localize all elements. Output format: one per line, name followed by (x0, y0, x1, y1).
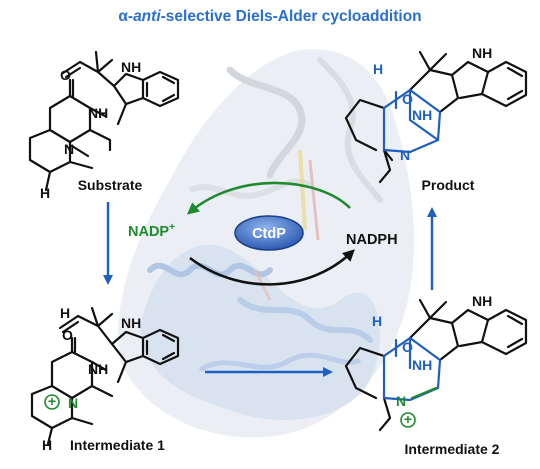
svg-text:H: H (372, 313, 382, 329)
figure-title: α-anti-selective Diels-Alder cycloadditi… (118, 8, 421, 25)
svg-text:NH: NH (472, 45, 492, 61)
arrow-nadph-to-nadp (186, 181, 351, 215)
intermediate-1-atoms: H NH O NH N + H (42, 305, 141, 453)
svg-text:N: N (68, 395, 78, 411)
svg-text:+: + (48, 393, 56, 409)
svg-text:H: H (60, 305, 70, 321)
label-product: Product (422, 177, 475, 193)
svg-text:O: O (62, 327, 73, 343)
svg-text:NH: NH (88, 105, 108, 121)
product-structure (344, 50, 528, 184)
svg-text:NH: NH (88, 361, 108, 377)
label-nadp: NADP+ (128, 222, 175, 240)
enzyme-badge: CtdP (234, 215, 304, 251)
svg-text:NH: NH (121, 315, 141, 331)
arrow-nadp-to-nadph (189, 249, 355, 286)
intermediate-2-atoms: NH H O NH N + (372, 293, 492, 428)
svg-text:O: O (60, 67, 71, 83)
label-substrate: Substrate (78, 177, 143, 193)
substrate-atoms: NH O NH N H (40, 59, 141, 201)
label-enzyme: CtdP (252, 226, 286, 242)
svg-text:NH: NH (121, 59, 141, 75)
svg-text:NH: NH (412, 357, 432, 373)
svg-text:H: H (42, 437, 52, 453)
product-atoms: NH H O NH N (373, 45, 492, 163)
label-intermediate-1: Intermediate 1 (70, 437, 165, 453)
intermediate-2-structure (344, 298, 528, 432)
label-intermediate-2: Intermediate 2 (405, 441, 500, 457)
svg-text:NH: NH (412, 107, 432, 123)
substrate-structure (28, 50, 180, 192)
intermediate-1-structure (30, 306, 180, 446)
svg-text:O: O (402, 339, 413, 355)
svg-text:H: H (373, 61, 383, 77)
svg-text:O: O (402, 91, 413, 107)
svg-text:NH: NH (472, 293, 492, 309)
svg-text:N: N (400, 147, 410, 163)
svg-text:+: + (404, 411, 412, 427)
label-nadph: NADPH (346, 232, 398, 248)
svg-text:N: N (64, 141, 74, 157)
svg-text:H: H (40, 185, 50, 201)
svg-text:N: N (396, 393, 406, 409)
